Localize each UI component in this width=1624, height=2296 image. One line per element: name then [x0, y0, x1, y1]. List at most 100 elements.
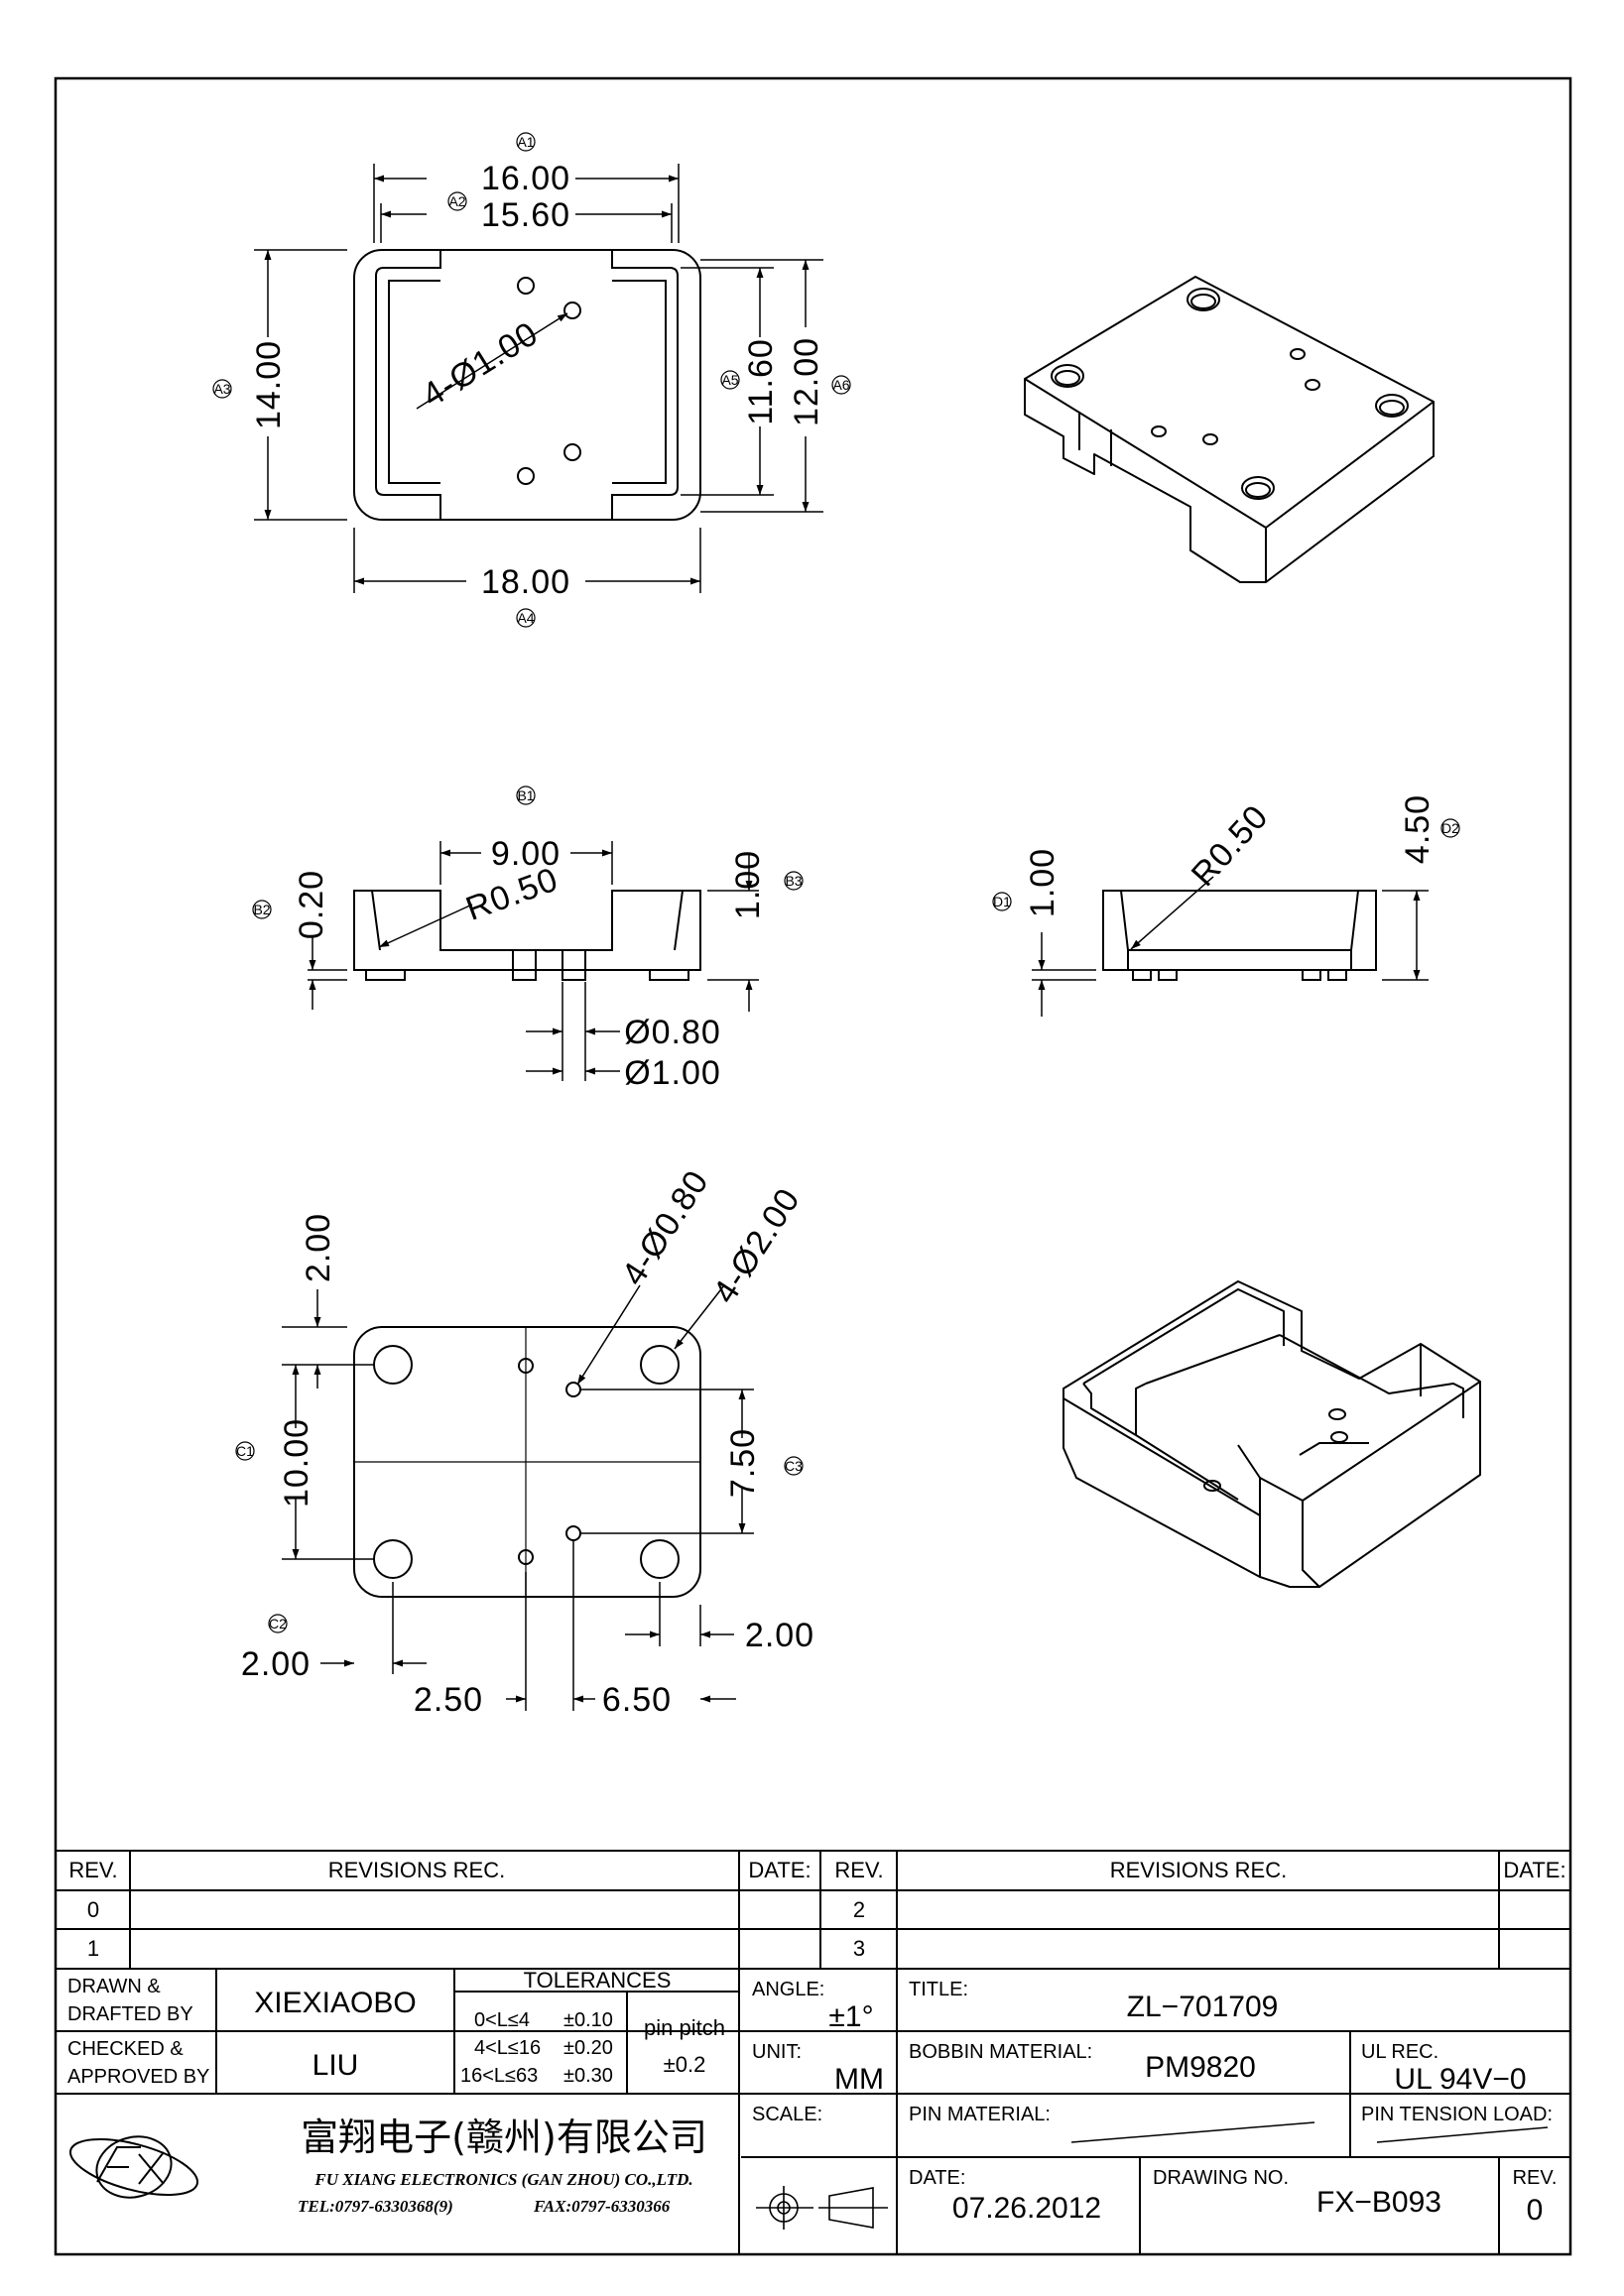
- dim-bottom-right-offset: 2.00: [745, 1617, 814, 1654]
- front-view: [308, 841, 759, 1081]
- dim-top-overall-width: 18.00: [481, 563, 570, 601]
- pin-pitch-label: pin pitch: [644, 2015, 725, 2040]
- dim-bottom-pitch-y: 10.00: [278, 1418, 315, 1508]
- company-fax: FAX:0797-6330366: [533, 2197, 671, 2216]
- ul-rec-value: UL 94V−0: [1394, 2063, 1526, 2096]
- dim-bottom-x2: 6.50: [602, 1681, 672, 1719]
- top-view-outline: [353, 249, 701, 521]
- tol-range-1: 0<L≤4: [474, 2009, 530, 2031]
- rev-row-0: 0: [87, 1897, 99, 1922]
- dim-bottom-top-offset: 2.00: [300, 1213, 337, 1282]
- top-view-dims: 16.00 15.60 14.00 18.00 11.60 12.00 4-Ø1…: [250, 160, 825, 601]
- tol-range-2: 4<L≤16: [474, 2037, 541, 2059]
- dim-side-pin-height: 1.00: [1024, 848, 1062, 917]
- dim-bottom-inner-y: 7.50: [724, 1428, 762, 1498]
- top-view-balloons: [212, 132, 851, 628]
- rev-header-right: REV.: [834, 1858, 883, 1882]
- balloon-d1: D1: [993, 894, 1011, 909]
- rev-row-1: 1: [87, 1936, 99, 1961]
- top-view: [254, 164, 823, 593]
- tol-value-3: ±0.30: [563, 2065, 613, 2087]
- dim-bottom-left-offset: 2.00: [241, 1645, 311, 1683]
- side-view-dims: R0.50 1.00 4.50: [1024, 794, 1437, 917]
- checked-label-1: CHECKED &: [67, 2038, 184, 2060]
- bottom-view: [282, 1284, 754, 1711]
- pin-material-label: PIN MATERIAL:: [909, 2104, 1051, 2125]
- title-block-text: REV. REVISIONS REC. DATE: REV. REVISIONS…: [67, 1858, 1566, 2227]
- revisions-header-right: REVISIONS REC.: [1110, 1858, 1287, 1882]
- top-hole: [517, 467, 535, 485]
- top-hole: [517, 277, 535, 295]
- drawn-by: XIEXIAOBO: [254, 1987, 416, 2019]
- title-block: [56, 1850, 1570, 2254]
- dim-bottom-x1: 2.50: [414, 1681, 483, 1719]
- angle-label: ANGLE:: [752, 1979, 824, 2000]
- dim-side-radius: R0.50: [1185, 797, 1276, 894]
- dim-top-inner-height: 11.60: [742, 338, 780, 425]
- dim-front-pin-height: 1.00: [729, 850, 767, 919]
- balloon-c1: C1: [236, 1443, 254, 1459]
- iso-view-top: [1024, 276, 1435, 583]
- revisions-header-left: REVISIONS REC.: [328, 1858, 505, 1882]
- top-hole: [563, 443, 581, 461]
- dim-top-hole-note: 4-Ø1.00: [416, 314, 545, 415]
- rev-header: REV.: [68, 1858, 117, 1882]
- dim-top-width: 16.00: [481, 160, 570, 197]
- dim-top-height: 14.00: [250, 340, 288, 429]
- bobbin-material-label: BOBBIN MATERIAL:: [909, 2041, 1092, 2063]
- tolerances-label: TOLERANCES: [524, 1968, 672, 1993]
- drawn-label-1: DRAWN &: [67, 1976, 161, 1997]
- bobbin-material-value: PM9820: [1145, 2051, 1256, 2084]
- balloon-a1: A1: [517, 134, 534, 150]
- balloon-b1: B1: [517, 787, 534, 803]
- dim-front-floor: 0.20: [293, 870, 330, 939]
- ul-rec-label: UL REC.: [1361, 2041, 1438, 2063]
- top-hole: [563, 302, 581, 319]
- dim-top-inner-width: 15.60: [481, 196, 570, 234]
- unit-value: MM: [834, 2063, 884, 2096]
- balloon-c3: C3: [785, 1458, 803, 1474]
- company-name-cn: 富翔电子(赣州)有限公司: [301, 2115, 707, 2159]
- approved-by: LIU: [312, 2049, 359, 2082]
- dim-bottom-large-holes: 4-Ø2.00: [705, 1181, 808, 1310]
- scale-label: SCALE:: [752, 2104, 822, 2125]
- drawing-no-value: FX−B093: [1316, 2186, 1441, 2219]
- title-value: ZL−701709: [1127, 1991, 1279, 2023]
- projection-symbol-icon: [756, 2186, 888, 2230]
- bottom-view-dims: 2.00 10.00 7.50 2.00 2.00 2.50 6.50 4-Ø0…: [241, 1163, 814, 1719]
- tol-value-1: ±0.10: [563, 2009, 613, 2031]
- dim-side-height: 4.50: [1399, 794, 1437, 864]
- company-name-en: FU XIANG ELECTRONICS (GAN ZHOU) CO.,LTD.: [313, 2170, 692, 2189]
- checked-label-2: APPROVED BY: [67, 2066, 209, 2088]
- tol-value-2: ±0.20: [563, 2037, 613, 2059]
- fx-logo-icon: [68, 2135, 199, 2199]
- balloon-a2: A2: [448, 193, 465, 209]
- date-label: DATE:: [909, 2167, 965, 2189]
- balloon-a6: A6: [832, 377, 849, 393]
- top-view-inner-wall: [375, 250, 679, 520]
- dim-bottom-small-holes: 4-Ø0.80: [614, 1163, 716, 1292]
- date-value: 07.26.2012: [952, 2192, 1101, 2225]
- drawing-no-label: DRAWING NO.: [1153, 2167, 1289, 2189]
- title-label: TITLE:: [909, 1979, 968, 2000]
- rev-row-2: 2: [853, 1897, 865, 1922]
- date-header-right: DATE:: [1503, 1858, 1565, 1882]
- balloon-b3: B3: [785, 873, 802, 889]
- rev-row-3: 3: [853, 1936, 865, 1961]
- dim-front-pin-small: Ø0.80: [624, 1014, 721, 1051]
- company-tel: TEL:0797-6330368(9): [298, 2197, 453, 2216]
- pin-pitch-value: ±0.2: [664, 2052, 706, 2077]
- dim-front-slot: 9.00: [491, 835, 561, 873]
- sheet-border: [54, 76, 1572, 2256]
- pin-tension-label: PIN TENSION LOAD:: [1361, 2104, 1553, 2125]
- balloon-a3: A3: [213, 381, 230, 397]
- iso-view-bottom: [1062, 1280, 1481, 1588]
- tol-range-3: 16<L≤63: [460, 2065, 538, 2087]
- side-view: [1032, 876, 1429, 1017]
- balloon-d2: D2: [1441, 820, 1459, 836]
- balloon-c2: C2: [269, 1616, 287, 1631]
- balloon-a5: A5: [721, 372, 738, 388]
- drawn-label-2: DRAFTED BY: [67, 2003, 193, 2025]
- dim-front-pin-large: Ø1.00: [624, 1054, 721, 1092]
